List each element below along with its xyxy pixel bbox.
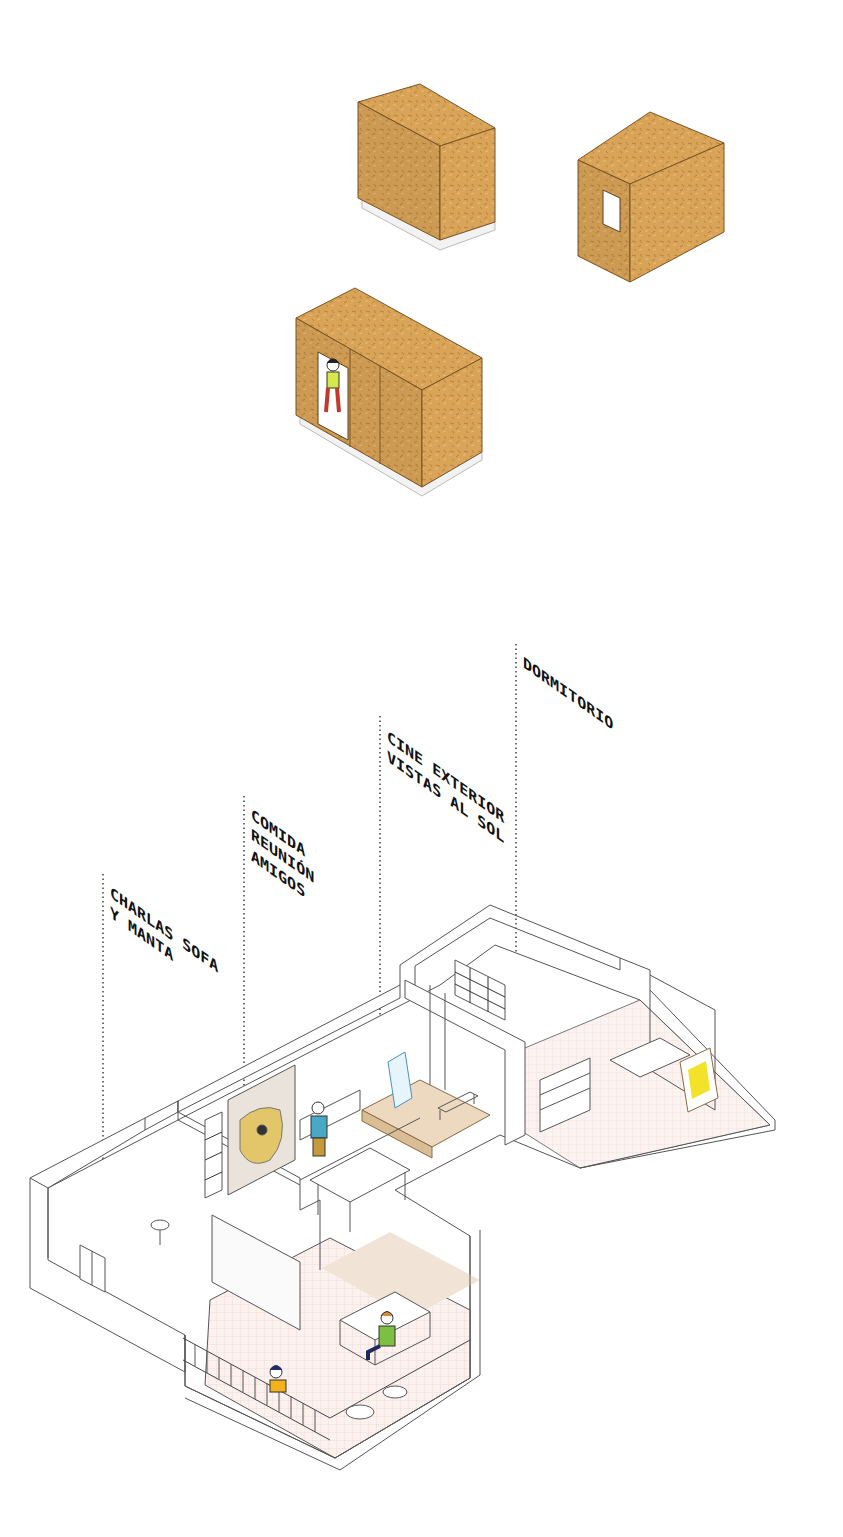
people-figures <box>270 1102 395 1392</box>
floor-plan <box>30 905 775 1470</box>
osb-box <box>358 84 495 250</box>
osb-box <box>578 112 724 282</box>
osb-box <box>296 288 482 496</box>
area-label: CHARLAS SOFA Y MANTA <box>110 882 225 1003</box>
area-label: COMIDA REUNIÓN AMIGOS <box>251 804 314 909</box>
area-label: CINE EXTERIOR VISTAS AL SOL <box>387 726 511 853</box>
area-label: DORMITORIO <box>523 652 613 735</box>
